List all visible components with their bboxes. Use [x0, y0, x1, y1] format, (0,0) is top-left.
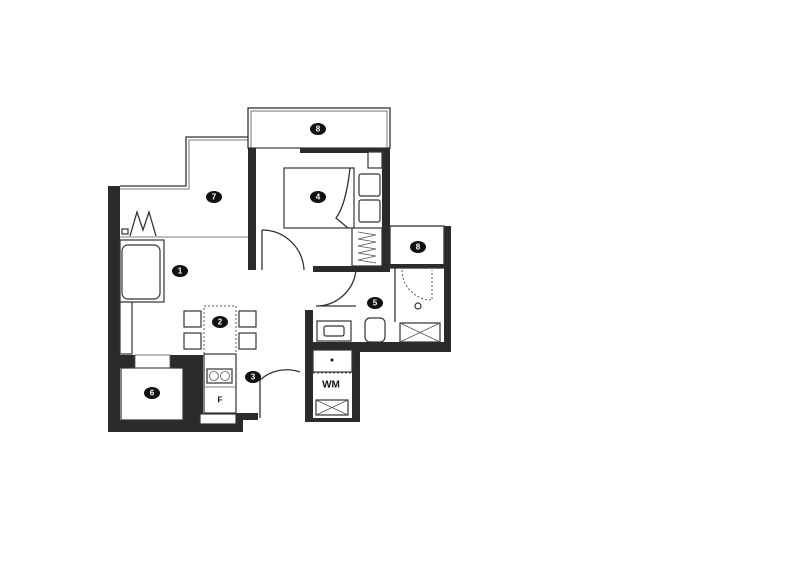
- ac-ledge-right-outline: [389, 225, 445, 269]
- sofa: [119, 239, 165, 355]
- svg-text:6: 6: [150, 389, 155, 398]
- bed: [283, 151, 383, 229]
- room-badge-8-right: 8: [410, 241, 426, 253]
- room-badge-4: 4: [310, 191, 326, 203]
- room-badge-7: 7: [206, 191, 222, 203]
- balcony-outline: [120, 136, 248, 238]
- room-badge-5: 5: [367, 297, 383, 309]
- doors: [259, 229, 433, 418]
- washing-machine-label: WM: [322, 380, 340, 391]
- kitchen-counter: [203, 353, 237, 414]
- socket: [121, 228, 129, 235]
- room-badge-1: 1: [172, 265, 188, 277]
- heater-icon: [129, 209, 157, 237]
- stove-icon: [206, 368, 233, 384]
- svg-text:8: 8: [416, 243, 421, 252]
- room-badge-6: 6: [144, 387, 160, 399]
- room-badge-3: 3: [245, 371, 261, 383]
- fridge-label: F: [218, 396, 223, 405]
- kitchen-window: [199, 413, 237, 425]
- svg-text:2: 2: [218, 318, 223, 327]
- svg-text:3: 3: [251, 373, 256, 382]
- svg-text:7: 7: [212, 193, 217, 202]
- svg-text:4: 4: [316, 193, 321, 202]
- toilet-icon: [364, 317, 386, 343]
- svg-text:1: 1: [178, 267, 183, 276]
- wardrobe: [351, 227, 383, 267]
- room-badge-2: 2: [212, 316, 228, 328]
- svg-text:8: 8: [316, 125, 321, 134]
- dining-set: [183, 305, 257, 355]
- room-badge-8-top: 8: [310, 123, 326, 135]
- walls: [108, 148, 451, 432]
- study-window: [134, 354, 171, 369]
- svg-text:5: 5: [373, 299, 378, 308]
- shower-icon: [414, 302, 422, 310]
- bathroom-fixtures: [316, 268, 441, 343]
- utility: [312, 349, 353, 416]
